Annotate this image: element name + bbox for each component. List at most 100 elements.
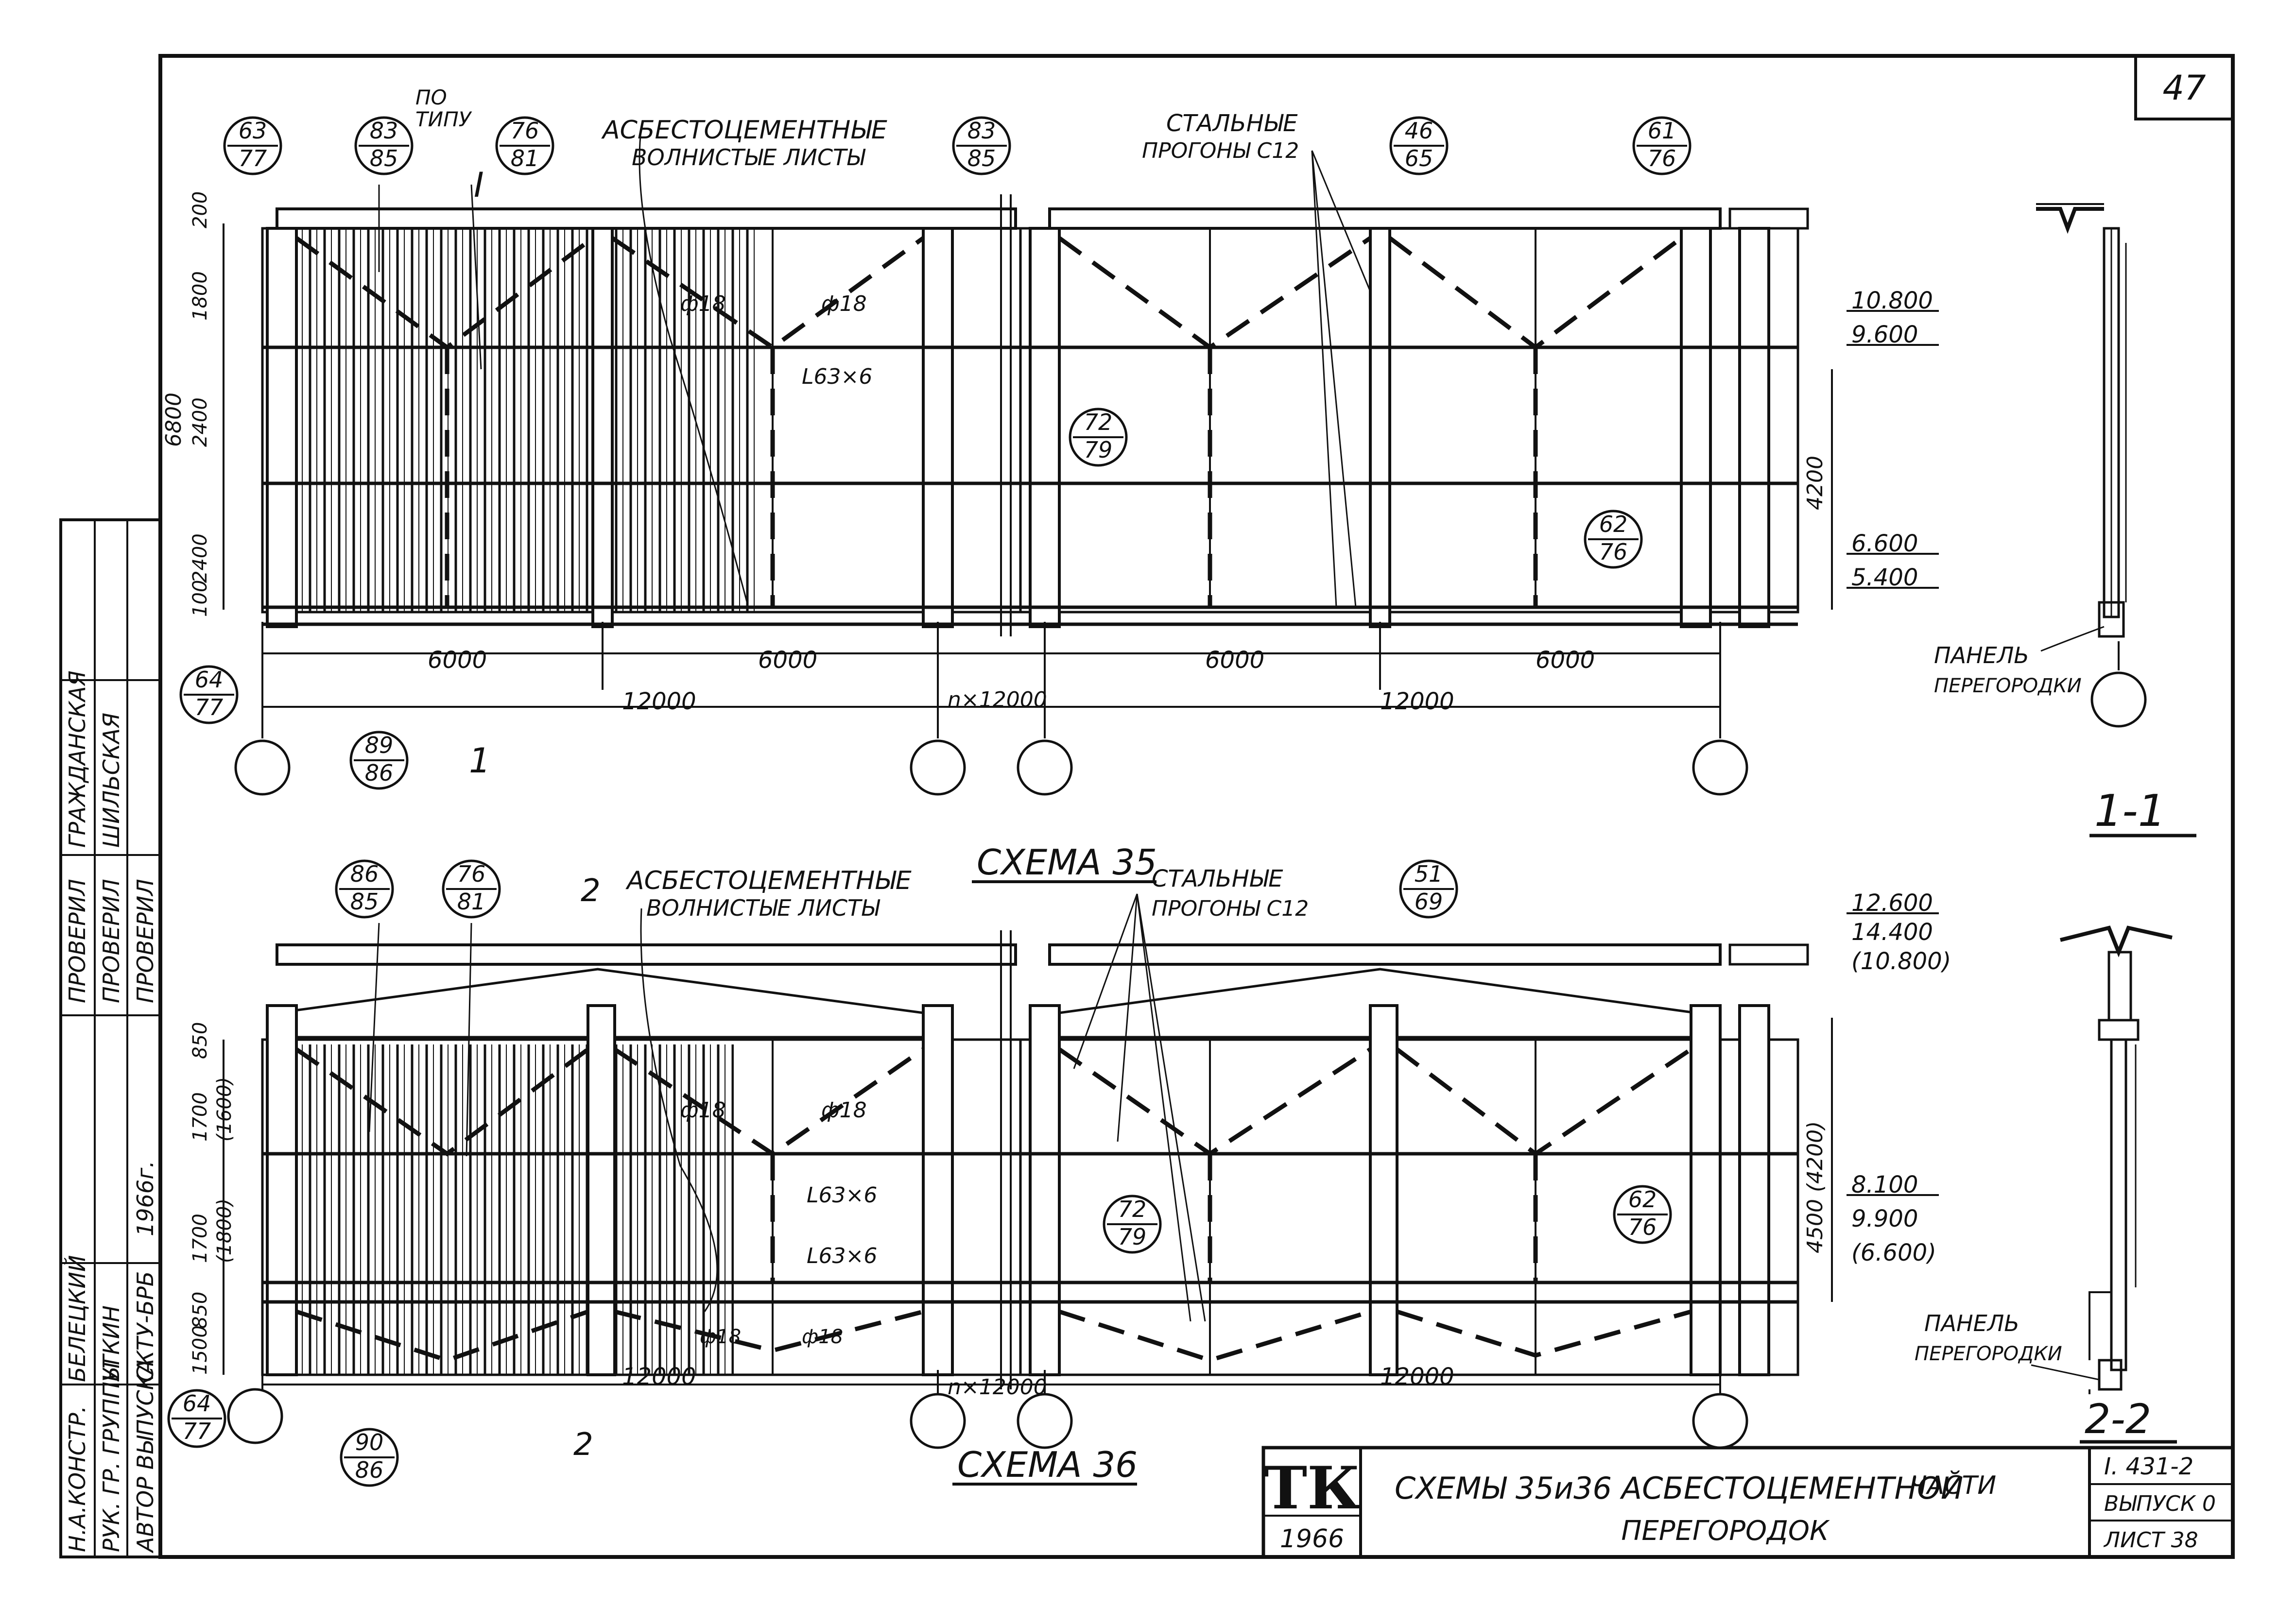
column — [1680, 227, 1712, 628]
stamp-name-4: ПРОВЕРИЛ — [132, 879, 158, 1003]
svg-text:86: 86 — [365, 760, 394, 786]
dim-v-1700b: 1700 — [189, 1214, 211, 1263]
elev-6600: 6.600 — [1851, 530, 1918, 557]
section-mark-1-bottom: 1 — [469, 741, 491, 781]
sheet-code: ЛИСТ 38 — [2103, 1528, 2198, 1553]
stamp-role-4: ПРОВЕРИЛ — [64, 879, 90, 1003]
dim-v-6800: 6800 — [161, 393, 186, 447]
angle-label: L63×6 — [802, 364, 872, 389]
svg-text:86: 86 — [350, 861, 379, 887]
svg-text:51: 51 — [1415, 861, 1443, 887]
bubble: 64 77 — [167, 1389, 226, 1448]
svg-text:65: 65 — [1405, 145, 1433, 171]
scheme-35-label: СХЕМА 35 — [977, 842, 1157, 883]
svg-text:90: 90 — [355, 1429, 384, 1455]
elev-8100: 8.100 — [1851, 1171, 1918, 1198]
svg-text:77: 77 — [183, 1418, 211, 1444]
scheme-36: 1500 850 1700 1700 850 (1800) (1600) 120… — [167, 859, 1951, 1487]
rod-label-2: ф18 — [821, 291, 867, 316]
section-1-label: 1-1 — [2094, 786, 2166, 837]
svg-text:85: 85 — [370, 145, 398, 171]
svg-text:61: 61 — [1648, 118, 1676, 144]
svg-text:79: 79 — [1084, 437, 1113, 463]
svg-text:85: 85 — [967, 145, 996, 171]
stamp-name-5: ГРАЖДАНСКАЯ — [64, 670, 90, 848]
axis-circles-35 — [234, 739, 1748, 796]
dim-v-200: 200 — [189, 191, 211, 228]
svg-text:81: 81 — [511, 145, 539, 171]
scheme-36-label: СХЕМА 36 — [957, 1444, 1138, 1485]
svg-text:77: 77 — [195, 694, 224, 720]
roof-slab-right — [1048, 207, 1722, 230]
title-block: ТК 1966 СХЕМЫ 35и36 АСБЕСТОЦЕМЕНТНОЙ ЧАС… — [1261, 1446, 2235, 1559]
stamp-role-1: Н.А.КОНСТР. — [64, 1406, 90, 1552]
bubble: 62 76 — [1584, 510, 1643, 569]
title-year: 1966 — [1280, 1524, 1344, 1554]
bubble: 51 69 — [1399, 859, 1458, 919]
title-line-1: СХЕМЫ 35и36 АСБЕСТОЦЕМЕНТНОЙ — [1395, 1470, 1963, 1506]
elev-12600: 12.600 — [1851, 889, 1933, 917]
stamp-role-2: РУК. ГР. ГРУППЫ — [98, 1362, 124, 1552]
dim-v-1600p: (1600) — [213, 1077, 236, 1142]
dim-v-100: 100 — [189, 580, 211, 617]
svg-text:89: 89 — [365, 732, 394, 758]
dim-v-2400b: 2400 — [189, 397, 211, 447]
column — [266, 227, 298, 628]
svg-text:64: 64 — [195, 667, 224, 693]
axis-circles-36 — [227, 1388, 1748, 1449]
elev-10800: 10.800 — [1851, 287, 1933, 314]
rod-label-36-4: ф18 — [802, 1326, 843, 1348]
section-1-panel-2: ПЕРЕГОРОДКИ — [1934, 675, 2082, 697]
note-steel-1: СТАЛЬНЫЕ — [1166, 110, 1298, 137]
bubble: 62 76 — [1613, 1185, 1672, 1244]
column — [1738, 227, 1770, 628]
svg-text:72: 72 — [1084, 409, 1113, 435]
angle-label-36-1: L63×6 — [807, 1183, 877, 1208]
bubble: 63 77 — [223, 116, 282, 175]
page-number: 47 — [2162, 68, 2206, 108]
angle-label-36-2: L63×6 — [807, 1244, 877, 1268]
svg-text:76: 76 — [1599, 539, 1628, 565]
svg-text:76: 76 — [457, 861, 486, 887]
bubble: 90 86 — [340, 1428, 399, 1487]
dim-h-n12000b: n×12000 — [948, 1375, 1047, 1400]
dim-h-12000c: 12000 — [622, 1363, 696, 1390]
svg-text:64: 64 — [183, 1390, 211, 1417]
dim-v-850a: 850 — [189, 1022, 211, 1059]
section-2-label: 2-2 — [2085, 1395, 2151, 1443]
bubble: 46 65 — [1389, 116, 1449, 175]
bubble: 72 79 — [1103, 1195, 1162, 1254]
dim-v-1800: 1800 — [189, 271, 211, 321]
bubble: 86 85 — [335, 859, 394, 919]
dim-v-850b: 850 — [189, 1292, 211, 1329]
stamp-block: Н.А.КОНСТР. БЕЛЕЦКИЙ ПРОВЕРИЛ ГРАЖДАНСКА… — [59, 518, 162, 1558]
note-asbestos-36-2: ВОЛНИСТЫЕ ЛИСТЫ — [646, 895, 880, 921]
column — [591, 227, 614, 628]
elev-9900: 9.900 — [1851, 1205, 1918, 1232]
note-steel-36-2: ПРОГОНЫ С12 — [1152, 896, 1309, 921]
dim-h-12000b: 12000 — [1380, 688, 1454, 715]
svg-text:81: 81 — [457, 889, 486, 915]
po-tipu-1: ПО — [415, 85, 447, 109]
stamp-name-6: ШИЛЬСКАЯ — [98, 713, 124, 848]
bubble: 83 85 — [952, 116, 1011, 175]
svg-text:83: 83 — [967, 118, 996, 144]
rod-label-36-3: ф18 — [700, 1326, 741, 1348]
dim-h-6000b: 6000 — [758, 647, 817, 674]
bracing-36 — [295, 1047, 1692, 1363]
svg-text:86: 86 — [355, 1457, 384, 1483]
asbestos-sheets-hatch — [292, 228, 758, 612]
svg-text:46: 46 — [1405, 118, 1433, 144]
dim-right-4200: 4200 — [1803, 456, 1828, 510]
bubble: 72 79 — [1069, 408, 1128, 467]
svg-text:72: 72 — [1118, 1196, 1147, 1222]
dim-right-4500: 4500 (4200) — [1803, 1121, 1828, 1253]
bubble: 64 77 — [179, 665, 239, 724]
column — [1029, 227, 1061, 628]
section-mark-2-top: 2 — [581, 873, 601, 909]
svg-text:85: 85 — [350, 889, 379, 915]
elev-5400: 5.400 — [1851, 564, 1918, 591]
elev-6600p: (6.600) — [1851, 1239, 1936, 1266]
note-asbestos-36-1: АСБЕСТОЦЕМЕНТНЫЕ — [625, 866, 912, 895]
note-steel-2: ПРОГОНЫ С12 — [1142, 138, 1299, 163]
